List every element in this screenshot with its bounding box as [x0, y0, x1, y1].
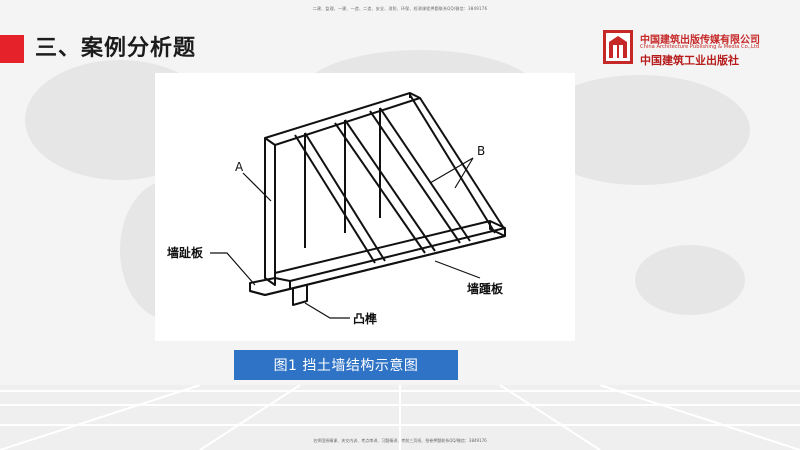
retaining-wall-diagram: A B 墙趾板 墙踵板 凸榫	[155, 73, 575, 341]
title-accent-bar	[0, 35, 24, 63]
label-heel-slab: 墙踵板	[467, 281, 504, 296]
logo-name-cn-art: 中国建筑工业出版社	[640, 54, 739, 67]
slide-title: 三、案例分析题	[35, 36, 197, 61]
label-a: A	[235, 160, 244, 174]
retaining-wall-drawing: A B 墙趾板 墙踵板 凸榫	[167, 92, 506, 326]
logo-name-cn: 中国建筑出版传媒有限公司	[640, 35, 760, 46]
wall-top-edge	[264, 92, 421, 146]
label-b: B	[477, 144, 485, 158]
figure-caption: 图1 挡土墙结构示意图	[234, 350, 458, 380]
floor-decoration	[0, 385, 800, 450]
label-tenon: 凸榫	[353, 311, 377, 326]
label-toe-slab: 墙趾板	[167, 245, 204, 260]
wall-front-face	[264, 138, 276, 286]
logo-name-en: China Architecture Publishing & Media Co…	[640, 44, 760, 50]
publisher-logo-icon	[603, 30, 633, 64]
top-notice-text: 二建、监理、一建、一造、二造、安全、消防、环保、检测课程押题联系QQ/微信：38…	[312, 6, 488, 11]
footer-notice-text: 名师团授精课、夹交内训、考点串讲、习题精讲、考前三页纸、拾卷押题联系QQ/微信：…	[313, 438, 487, 443]
